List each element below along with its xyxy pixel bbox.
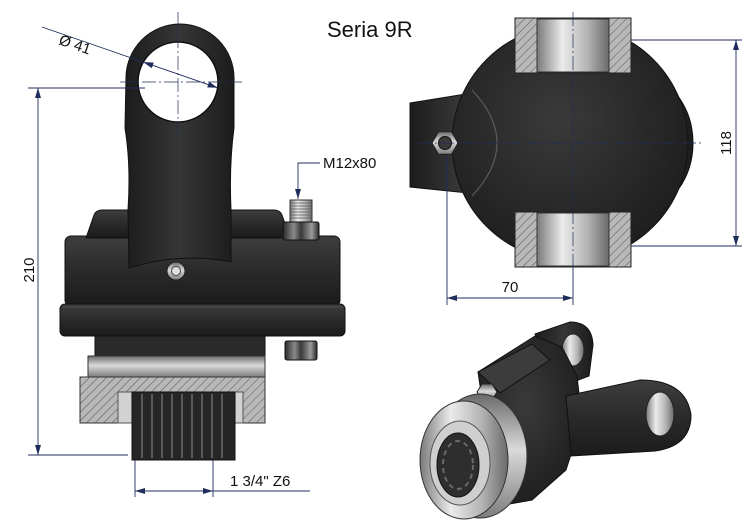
grease-nipple <box>166 261 186 281</box>
height-label: 210 <box>21 257 38 282</box>
top-view: 118 70 <box>409 12 742 305</box>
top-bolt <box>282 199 320 241</box>
side-view: Ø 41 210 M12x80 1 3/4" Z6 <box>21 12 376 497</box>
bottom-nut <box>284 340 318 361</box>
width-label: 118 <box>718 131 735 155</box>
spline-teeth <box>442 440 474 490</box>
front-fork-hole <box>645 391 675 437</box>
spline-hole <box>436 432 480 498</box>
flange <box>59 303 346 337</box>
isometric-render <box>419 321 692 520</box>
diameter-leader <box>41 26 144 63</box>
length-label: 70 <box>502 279 519 296</box>
spline-label: 1 3/4" Z6 <box>230 473 290 490</box>
bearing-ring <box>87 355 266 378</box>
bolt-leader <box>295 162 320 199</box>
splined-shaft <box>131 391 236 461</box>
shaft-splines <box>141 394 223 458</box>
bolt-label: M12x80 <box>323 155 376 172</box>
collar <box>94 335 266 357</box>
drawing-title: Seria 9R <box>327 17 413 42</box>
diameter-dimension-line <box>143 61 218 89</box>
diameter-label: Ø 41 <box>57 32 93 59</box>
